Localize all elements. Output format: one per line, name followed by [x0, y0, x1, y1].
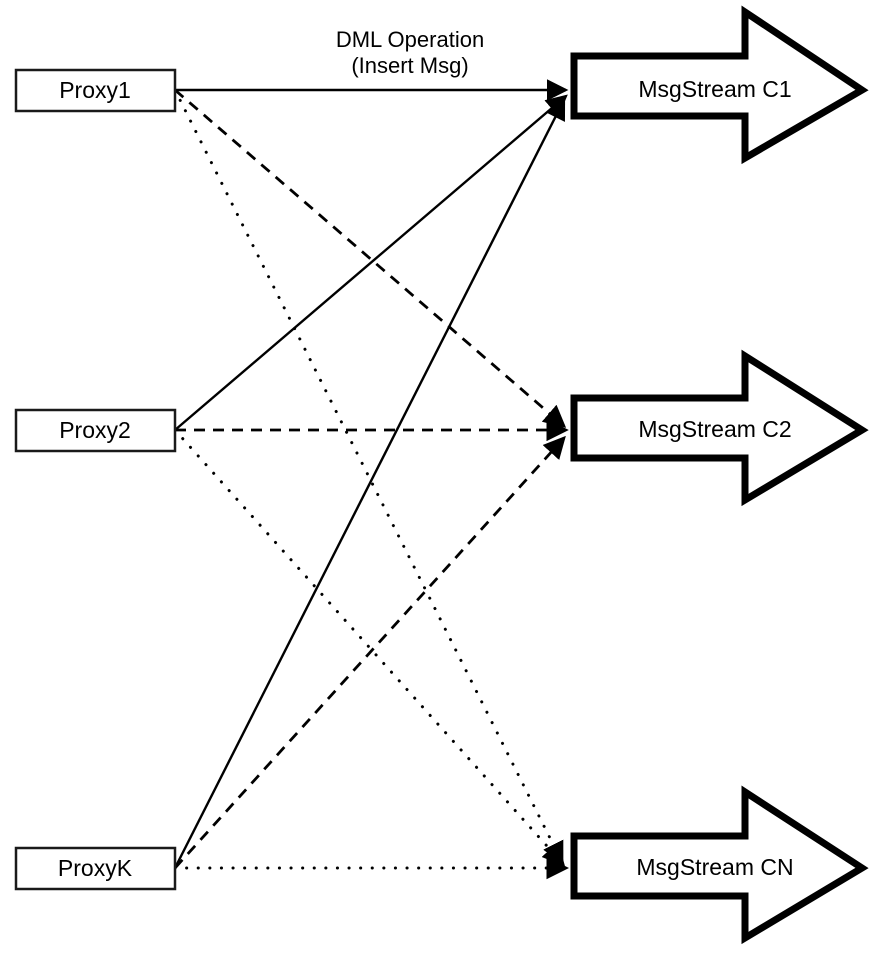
stream-cn-label: MsgStream CN — [636, 854, 793, 880]
proxy-nodes-layer: Proxy1 Proxy2 ProxyK — [14, 68, 177, 891]
proxy2-box[interactable] — [14, 408, 177, 453]
connector-proxyk-to-stream-c2 — [173, 435, 566, 869]
connector-layer — [173, 79, 569, 880]
stream-c2-block-arrow[interactable] — [570, 349, 869, 507]
connector-proxy2-to-stream-cn — [173, 428, 565, 867]
stream-c1-block-arrow[interactable] — [570, 5, 869, 165]
dml-operation-label-line1: DML Operation — [336, 27, 484, 52]
proxy-node-proxy2[interactable]: Proxy2 — [14, 408, 177, 453]
stream-cn-block-arrow[interactable] — [570, 785, 869, 945]
proxyk-box[interactable] — [14, 846, 177, 891]
annotation-layer: DML Operation (Insert Msg) — [336, 27, 484, 78]
stream-node-c1[interactable]: MsgStream C1 — [570, 5, 869, 165]
stream-c1-label: MsgStream C1 — [638, 76, 791, 102]
stream-node-c2[interactable]: MsgStream C2 — [570, 349, 869, 507]
proxy1-box[interactable] — [14, 68, 177, 113]
connector-proxy1-to-stream-cn — [173, 88, 564, 865]
proxy2-label: Proxy2 — [59, 417, 131, 443]
proxy-node-proxyk[interactable]: ProxyK — [14, 846, 177, 891]
connector-proxy1-to-stream-c2 — [174, 88, 567, 428]
stream-c2-label: MsgStream C2 — [638, 416, 791, 442]
connector-proxyk-to-stream-c1 — [173, 97, 566, 869]
stream-node-cn[interactable]: MsgStream CN — [570, 785, 869, 945]
proxy-node-proxy1[interactable]: Proxy1 — [14, 68, 177, 113]
proxyk-label: ProxyK — [58, 855, 133, 881]
dml-operation-label-line2: (Insert Msg) — [351, 53, 468, 78]
connector-proxy2-to-stream-c1 — [174, 94, 568, 431]
stream-nodes-layer: MsgStream C1 MsgStream C2 MsgStream CN — [570, 5, 869, 945]
proxy1-label: Proxy1 — [59, 77, 131, 103]
